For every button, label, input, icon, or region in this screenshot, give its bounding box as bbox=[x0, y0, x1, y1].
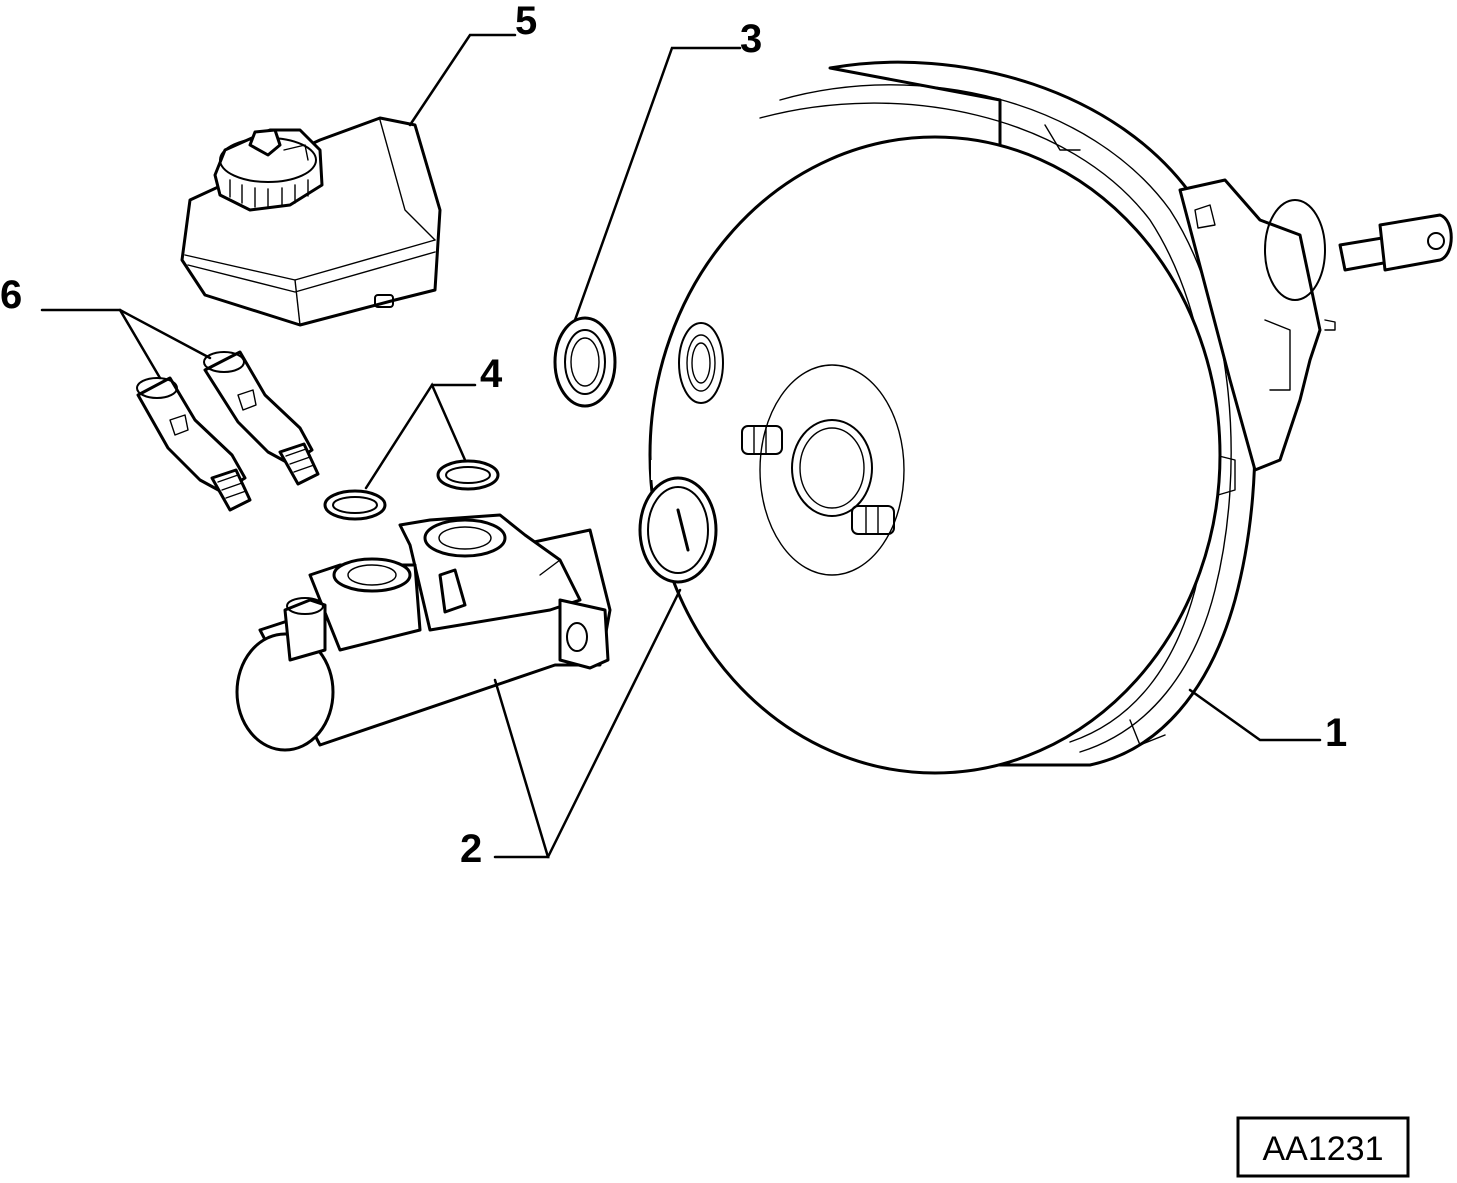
brake-booster bbox=[648, 60, 1453, 775]
booster-stud-upper bbox=[741, 425, 783, 455]
callout-6: 6 bbox=[0, 273, 22, 317]
pressure-valve-left bbox=[136, 376, 252, 512]
booster-stud-lower bbox=[851, 505, 895, 535]
callout-3: 3 bbox=[740, 17, 762, 61]
callout-1: 1 bbox=[1325, 711, 1347, 755]
reference-code: AA1231 bbox=[1263, 1130, 1384, 1168]
callout-4: 4 bbox=[480, 352, 503, 396]
seal-ring-right bbox=[436, 459, 500, 491]
pressure-valve-right bbox=[203, 350, 320, 486]
fluid-reservoir bbox=[180, 116, 442, 327]
grommet-3 bbox=[553, 316, 617, 408]
seal-ring-left bbox=[323, 489, 387, 521]
master-cylinder bbox=[235, 513, 612, 752]
booster-seal-ring bbox=[638, 476, 718, 584]
callout-2: 2 bbox=[460, 827, 482, 871]
leader-lines bbox=[40, 33, 1322, 859]
callout-5: 5 bbox=[515, 0, 537, 43]
booster-grommet bbox=[678, 322, 724, 404]
reference-code-box: AA1231 bbox=[1236, 1116, 1410, 1178]
